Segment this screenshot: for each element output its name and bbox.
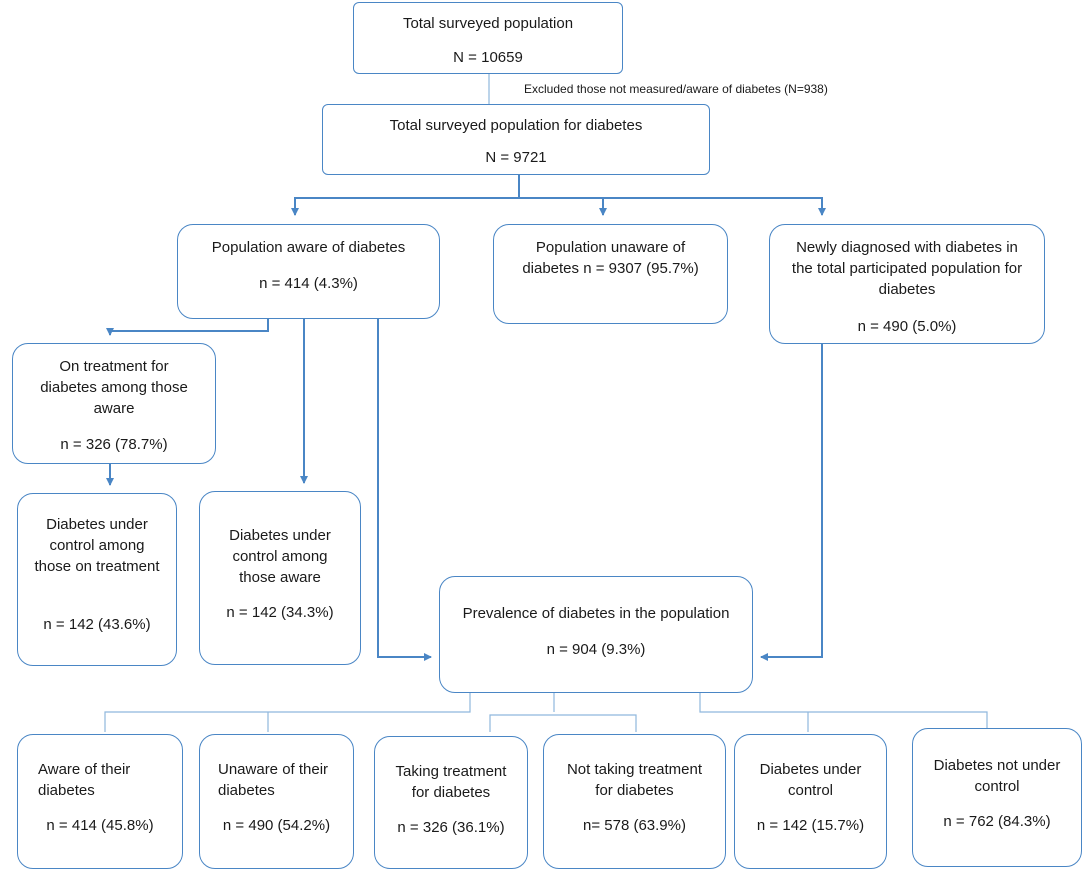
control-aware-title: Diabetes under control among those aware bbox=[229, 527, 331, 586]
on-treatment-value: n = 326 (78.7%) bbox=[60, 436, 168, 453]
newly-diagnosed-box: Newly diagnosed with diabetes in the tot… bbox=[769, 224, 1045, 344]
newly-diagnosed-value: n = 490 (5.0%) bbox=[857, 318, 957, 335]
total-surveyed-title: Total surveyed population bbox=[402, 15, 574, 32]
taking-treatment-title: Taking treatment for diabetes bbox=[395, 763, 507, 801]
connector-aware-to-prevalence bbox=[377, 318, 432, 661]
unaware-title: Population unaware of diabetes n = 9307 … bbox=[522, 239, 699, 277]
prevalence-value: n = 904 (9.3%) bbox=[546, 641, 646, 658]
newly-diagnosed-title: Newly diagnosed with diabetes in the tot… bbox=[791, 239, 1023, 298]
connector-diabetes-to-unaware bbox=[519, 197, 607, 216]
unaware-their-title: Unaware of their diabetes bbox=[218, 761, 329, 799]
taking-treatment-box: Taking treatment for diabetes n = 326 (3… bbox=[374, 736, 528, 869]
connector-newly-to-prevalence bbox=[760, 344, 823, 661]
control-on-treatment-title: Diabetes under control among those on tr… bbox=[34, 516, 160, 575]
total-surveyed-box: Total surveyed population N = 10659 bbox=[353, 2, 623, 74]
taking-treatment-value: n = 326 (36.1%) bbox=[397, 819, 505, 836]
connector-diabetes-to-newly bbox=[603, 197, 826, 216]
unaware-box: Population unaware of diabetes n = 9307 … bbox=[493, 224, 728, 324]
not-under-control-box: Diabetes not under control n = 762 (84.3… bbox=[912, 728, 1082, 867]
prevalence-box: Prevalence of diabetes in the population… bbox=[439, 576, 753, 693]
under-control-title: Diabetes under control bbox=[759, 761, 862, 799]
under-control-value: n = 142 (15.7%) bbox=[756, 817, 865, 834]
unaware-their-value: n = 490 (54.2%) bbox=[222, 817, 331, 834]
control-aware-box: Diabetes under control among those aware… bbox=[199, 491, 361, 665]
connector-prevalence-to-bottom bbox=[104, 693, 988, 732]
aware-value: n = 414 (4.3%) bbox=[259, 275, 358, 292]
total-diabetes-value: N = 9721 bbox=[485, 149, 547, 166]
under-control-box: Diabetes under control n = 142 (15.7%) bbox=[734, 734, 887, 869]
excluded-note: Excluded those not measured/aware of dia… bbox=[524, 82, 828, 96]
control-on-treatment-box: Diabetes under control among those on tr… bbox=[17, 493, 177, 666]
aware-box: Population aware of diabetes n = 414 (4.… bbox=[177, 224, 440, 319]
total-diabetes-title: Total surveyed population for diabetes bbox=[389, 117, 643, 134]
on-treatment-box: On treatment for diabetes among those aw… bbox=[12, 343, 216, 464]
connector-diabetes-branch bbox=[291, 174, 520, 216]
not-taking-treatment-title: Not taking treatment for diabetes bbox=[566, 761, 703, 799]
connector-aware-to-treatment bbox=[106, 318, 269, 336]
aware-their-value: n = 414 (45.8%) bbox=[46, 817, 154, 834]
not-taking-treatment-value: n= 578 (63.9%) bbox=[583, 817, 686, 834]
on-treatment-title: On treatment for diabetes among those aw… bbox=[40, 358, 188, 417]
not-under-control-title: Diabetes not under control bbox=[933, 757, 1061, 795]
not-under-control-value: n = 762 (84.3%) bbox=[943, 813, 1051, 830]
prevalence-title: Prevalence of diabetes in the population bbox=[462, 605, 730, 622]
total-surveyed-value: N = 10659 bbox=[453, 49, 523, 66]
total-diabetes-box: Total surveyed population for diabetes N… bbox=[322, 104, 710, 175]
aware-title: Population aware of diabetes bbox=[211, 239, 406, 256]
control-on-treatment-value: n = 142 (43.6%) bbox=[43, 616, 151, 633]
aware-their-box: Aware of their diabetes n = 414 (45.8%) bbox=[17, 734, 183, 869]
not-taking-treatment-box: Not taking treatment for diabetes n= 578… bbox=[543, 734, 726, 869]
unaware-their-box: Unaware of their diabetes n = 490 (54.2%… bbox=[199, 734, 354, 869]
control-aware-value: n = 142 (34.3%) bbox=[226, 604, 334, 621]
aware-their-title: Aware of their diabetes bbox=[38, 761, 131, 799]
